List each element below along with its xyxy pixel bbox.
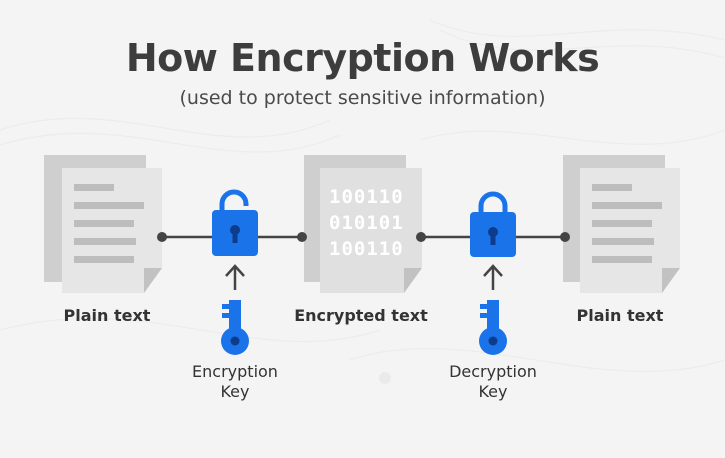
plain-text-label-right: Plain text [576,306,664,325]
encrypted-bits-row-2: 010101 [329,212,404,234]
padlock-closed-icon [470,191,516,257]
decryption-key-icon [479,300,507,355]
plain-text-document-left [44,155,162,293]
arrow-up-icon [225,264,245,290]
encrypted-text-document: 100110 010101 100110 [304,155,422,293]
arrow-up-icon [483,264,503,290]
encrypted-bits-row-1: 100110 [329,186,404,208]
encryption-key-icon [221,300,249,355]
encryption-key-label: Encryption Key [165,362,305,402]
padlock-open-icon [212,189,258,256]
plain-text-document-right [563,155,680,293]
encryption-key-label-line2: Key [220,382,250,401]
page-subtitle: (used to protect sensitive information) [179,87,546,109]
page-title: How Encryption Works [125,36,600,80]
plain-text-label-left: Plain text [63,306,151,325]
decryption-key-label-line1: Decryption [449,362,537,381]
encryption-key-label-line1: Encryption [192,362,278,381]
decryption-key-label-line2: Key [478,382,508,401]
connector-dots [157,232,570,242]
encrypted-bits-row-3: 100110 [329,238,404,260]
decryption-key-label: Decryption Key [423,362,563,402]
encrypted-text-label: Encrypted text [294,306,428,325]
